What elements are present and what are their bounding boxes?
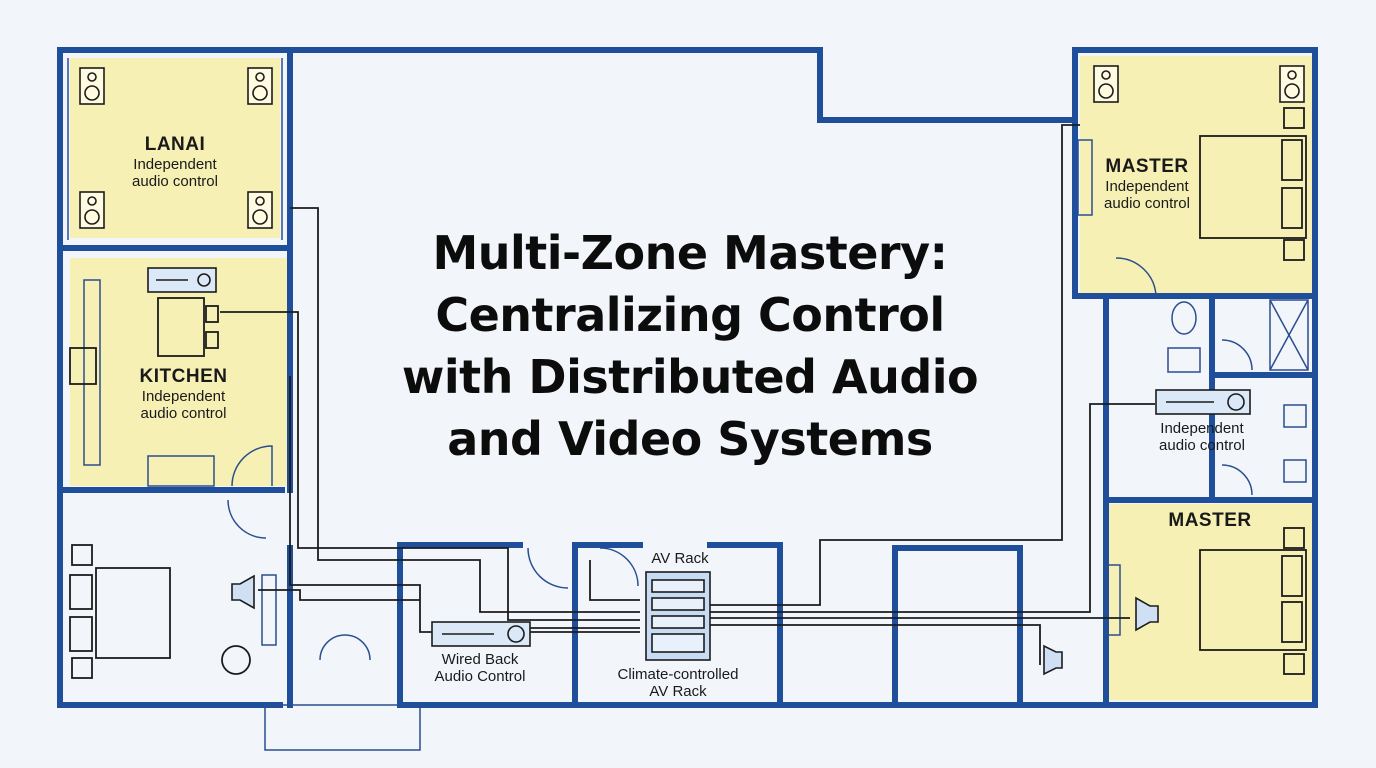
walls	[57, 47, 1318, 708]
master-top-sub-2: audio control	[1104, 195, 1190, 213]
lanai-label: LANAI Independent audio control	[110, 134, 240, 190]
kitchen-sub-1: Independent	[141, 387, 226, 405]
receiver-wired-back	[431, 621, 531, 647]
lanai-zone	[70, 58, 280, 238]
kitchen-sub-2: audio control	[140, 405, 227, 423]
climate-rack-label: Climate-controlled AV Rack	[598, 666, 758, 701]
lanai-sub-2: audio control	[132, 173, 218, 191]
bed-master-top	[1199, 135, 1307, 239]
speaker-lanai-2	[247, 67, 273, 105]
bath-sub-2: audio control	[1159, 437, 1245, 455]
master-bottom-name: MASTER	[1168, 510, 1252, 531]
master-top-name: MASTER	[1105, 156, 1189, 177]
horn-speaker-left	[231, 574, 255, 610]
horn-speaker-right	[1135, 596, 1159, 632]
receiver-kitchen	[147, 267, 217, 293]
wired-back-line-2: Audio Control	[434, 668, 526, 686]
lanai-sub-1: Independent	[133, 155, 217, 173]
kitchen-name: KITCHEN	[139, 366, 228, 387]
wired-back-label: Wired Back Audio Control	[410, 651, 550, 686]
climate-line-1: Climate-controlled	[617, 666, 739, 683]
speakers	[79, 65, 1305, 229]
wiring	[220, 124, 1155, 665]
av-rack	[645, 571, 711, 661]
master-top-sub-1: Independent	[1105, 177, 1189, 195]
speaker-master-2	[1279, 65, 1305, 103]
speaker-master-1	[1093, 65, 1119, 103]
page-title: Multi-Zone Mastery: Centralizing Control…	[330, 222, 1050, 470]
bed-left	[95, 567, 171, 659]
horn-speakers	[231, 574, 1159, 676]
bath-sub-1: Independent	[1160, 420, 1244, 437]
master-bottom-label: MASTER	[1160, 510, 1260, 532]
av-rack-label: AV Rack	[651, 550, 709, 567]
receiver-bath	[1155, 389, 1251, 415]
speaker-lanai-1	[79, 67, 105, 105]
title-line-3: with Distributed Audio	[401, 350, 979, 404]
beds	[69, 107, 1307, 679]
kitchen-zone	[70, 258, 292, 486]
interior-details	[67, 58, 1309, 751]
wired-back-line-1: Wired Back	[441, 651, 519, 668]
bed-master-bottom	[1199, 549, 1307, 651]
bath-label: Independent audio control	[1140, 420, 1264, 455]
master-top-label: MASTER Independent audio control	[1088, 156, 1206, 212]
receivers	[147, 267, 1251, 647]
speaker-lanai-3	[79, 191, 105, 229]
horn-speaker-bottom	[1043, 644, 1063, 676]
title-line-1: Multi-Zone Mastery:	[432, 226, 948, 280]
kitchen-label: KITCHEN Independent audio control	[116, 366, 251, 422]
lanai-name: LANAI	[144, 134, 206, 155]
speaker-lanai-4	[247, 191, 273, 229]
title-line-2: Centralizing Control	[435, 288, 945, 342]
title-line-4: and Video Systems	[447, 412, 933, 466]
climate-line-2: AV Rack	[649, 683, 707, 701]
